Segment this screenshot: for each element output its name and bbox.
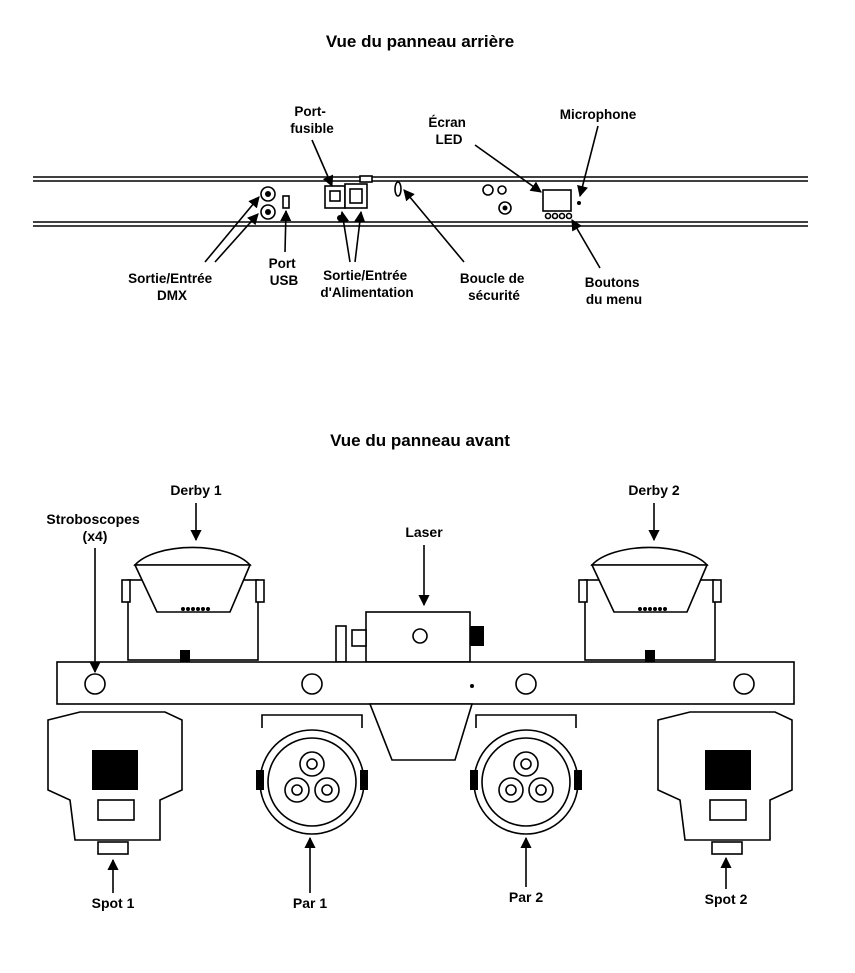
label-dmx-io: Sortie/Entrée DMX bbox=[128, 271, 216, 303]
safety-loop-icon bbox=[394, 181, 402, 197]
arrow-dmx-1 bbox=[204, 196, 260, 263]
spot2-fixture bbox=[657, 711, 793, 855]
arrow-safety-loop bbox=[403, 189, 465, 263]
spot1-fixture bbox=[47, 711, 183, 855]
arrow-fuse-holder bbox=[311, 139, 334, 188]
label-usb-port: Port USB bbox=[269, 256, 300, 288]
label-laser: Laser bbox=[405, 524, 443, 540]
label-led-screen: Écran LED bbox=[428, 115, 469, 147]
usb-port-icon bbox=[282, 195, 290, 209]
fuse-holder-icon bbox=[324, 185, 346, 209]
arrow-microphone bbox=[577, 125, 599, 198]
rear-knobs bbox=[482, 184, 512, 215]
front-panel-title: Vue du panneau avant bbox=[330, 431, 510, 450]
par2-fixture bbox=[470, 714, 582, 835]
center-bracket bbox=[368, 703, 474, 761]
derby2-fixture bbox=[578, 546, 722, 662]
laser-fixture bbox=[335, 611, 484, 663]
label-par2: Par 2 bbox=[509, 889, 543, 905]
dmx-connectors bbox=[260, 186, 276, 220]
derby1-fixture bbox=[121, 546, 265, 662]
rear-panel-title: Vue du panneau arrière bbox=[326, 32, 514, 51]
menu-buttons-icon bbox=[544, 212, 573, 220]
microphone-icon bbox=[577, 201, 581, 205]
rear-panel-bar bbox=[33, 176, 808, 227]
label-spot2: Spot 2 bbox=[705, 891, 748, 907]
arrow-led-screen bbox=[474, 144, 542, 193]
label-par1: Par 1 bbox=[293, 895, 327, 911]
label-safety-loop: Boucle de sécurité bbox=[460, 271, 528, 303]
arrow-power-1 bbox=[338, 210, 351, 263]
arrow-usb bbox=[280, 209, 292, 253]
main-bar bbox=[56, 661, 795, 705]
label-menu-buttons: Boutons du menu bbox=[585, 275, 644, 307]
label-spot1: Spot 1 bbox=[92, 895, 135, 911]
par1-fixture bbox=[256, 714, 368, 835]
label-derby2: Derby 2 bbox=[628, 482, 680, 498]
label-power-io: Sortie/Entrée d'Alimentation bbox=[320, 268, 413, 300]
label-microphone: Microphone bbox=[560, 107, 637, 122]
label-strobes: Stroboscopes (x4) bbox=[46, 511, 143, 544]
label-fuse-holder: Port- fusible bbox=[290, 104, 334, 136]
arrow-power-2 bbox=[354, 210, 366, 263]
label-derby1: Derby 1 bbox=[170, 482, 222, 498]
arrow-menu-buttons bbox=[571, 219, 601, 269]
arrow-dmx-2 bbox=[214, 213, 259, 263]
led-screen-icon bbox=[542, 189, 572, 212]
